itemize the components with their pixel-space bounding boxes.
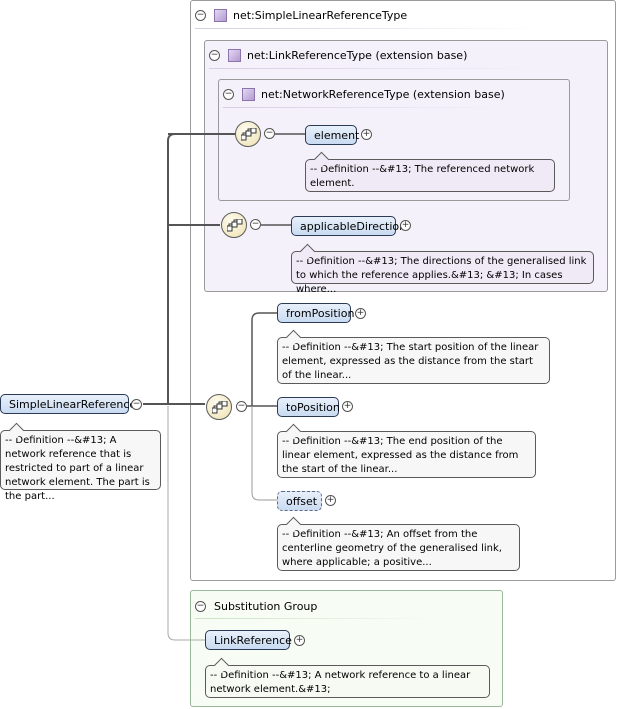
expand-icon[interactable]: + bbox=[400, 220, 411, 231]
divider bbox=[195, 618, 432, 619]
type-title: net:NetworkReferenceType (extension base… bbox=[261, 87, 505, 101]
divider bbox=[195, 28, 545, 29]
sequence-glyph bbox=[241, 128, 257, 141]
sequence-compositor-icon[interactable] bbox=[221, 212, 247, 238]
element-element[interactable]: element bbox=[305, 125, 359, 145]
element-to-position[interactable]: toPosition bbox=[277, 397, 340, 417]
divider bbox=[209, 68, 537, 69]
collapse-icon[interactable]: − bbox=[223, 88, 234, 100]
applicable-direction-annotation: -- Definition --&#13; The directions of … bbox=[291, 251, 594, 295]
type-title: net:SimpleLinearReferenceType bbox=[233, 8, 408, 22]
from-position-annotation: -- Definition --&#13; The start position… bbox=[277, 337, 550, 384]
sequence-glyph bbox=[212, 401, 228, 414]
element-link-reference[interactable]: LinkReference bbox=[205, 630, 292, 650]
expand-icon[interactable]: + bbox=[361, 129, 372, 140]
to-position-annotation: -- Definition --&#13; The end position o… bbox=[277, 431, 536, 478]
complex-type-icon bbox=[214, 8, 227, 22]
expand-icon[interactable]: + bbox=[294, 635, 305, 646]
connector-overlay-from-position bbox=[251, 312, 277, 406]
sequence-compositor-icon[interactable] bbox=[206, 394, 232, 420]
collapse-icon[interactable]: − bbox=[131, 399, 142, 410]
expand-icon[interactable]: + bbox=[325, 495, 336, 506]
element-from-position[interactable]: fromPosition bbox=[277, 303, 354, 323]
divider bbox=[223, 107, 499, 108]
type-header: − net:LinkReferenceType (extension base) bbox=[209, 47, 467, 63]
connector-substitution bbox=[167, 406, 205, 641]
collapse-icon[interactable]: − bbox=[195, 9, 206, 21]
collapse-icon[interactable]: − bbox=[209, 49, 220, 61]
expand-icon[interactable]: + bbox=[342, 401, 353, 412]
complex-type-icon bbox=[242, 87, 255, 101]
expand-icon[interactable]: + bbox=[355, 308, 366, 319]
element-annotation: -- Definition --&#13; The referenced net… bbox=[305, 159, 555, 192]
collapse-icon[interactable]: − bbox=[236, 401, 247, 412]
substitution-header: − Substitution Group bbox=[195, 598, 317, 614]
element-offset[interactable]: offset bbox=[277, 491, 322, 511]
collapse-icon[interactable]: − bbox=[195, 600, 206, 612]
root-element-simple-linear-reference[interactable]: SimpleLinearReference bbox=[0, 394, 136, 414]
sequence-compositor-icon[interactable] bbox=[235, 121, 261, 147]
collapse-icon[interactable]: − bbox=[264, 128, 275, 139]
root-annotation: -- Definition --&#13; A network referenc… bbox=[0, 430, 161, 502]
type-header: − net:NetworkReferenceType (extension ba… bbox=[223, 86, 505, 102]
connector-overlay-offset bbox=[251, 406, 277, 501]
type-title: net:LinkReferenceType (extension base) bbox=[247, 48, 468, 62]
sequence-glyph bbox=[227, 219, 243, 232]
link-reference-annotation: -- Definition --&#13; A network referenc… bbox=[205, 665, 490, 698]
type-header: − net:SimpleLinearReferenceType bbox=[195, 7, 407, 23]
complex-type-icon bbox=[228, 48, 241, 62]
collapse-icon[interactable]: − bbox=[250, 219, 261, 230]
substitution-title: Substitution Group bbox=[214, 599, 318, 613]
offset-annotation: -- Definition --&#13; An offset from the… bbox=[277, 524, 520, 571]
element-applicable-direction[interactable]: applicableDirection bbox=[291, 216, 406, 236]
